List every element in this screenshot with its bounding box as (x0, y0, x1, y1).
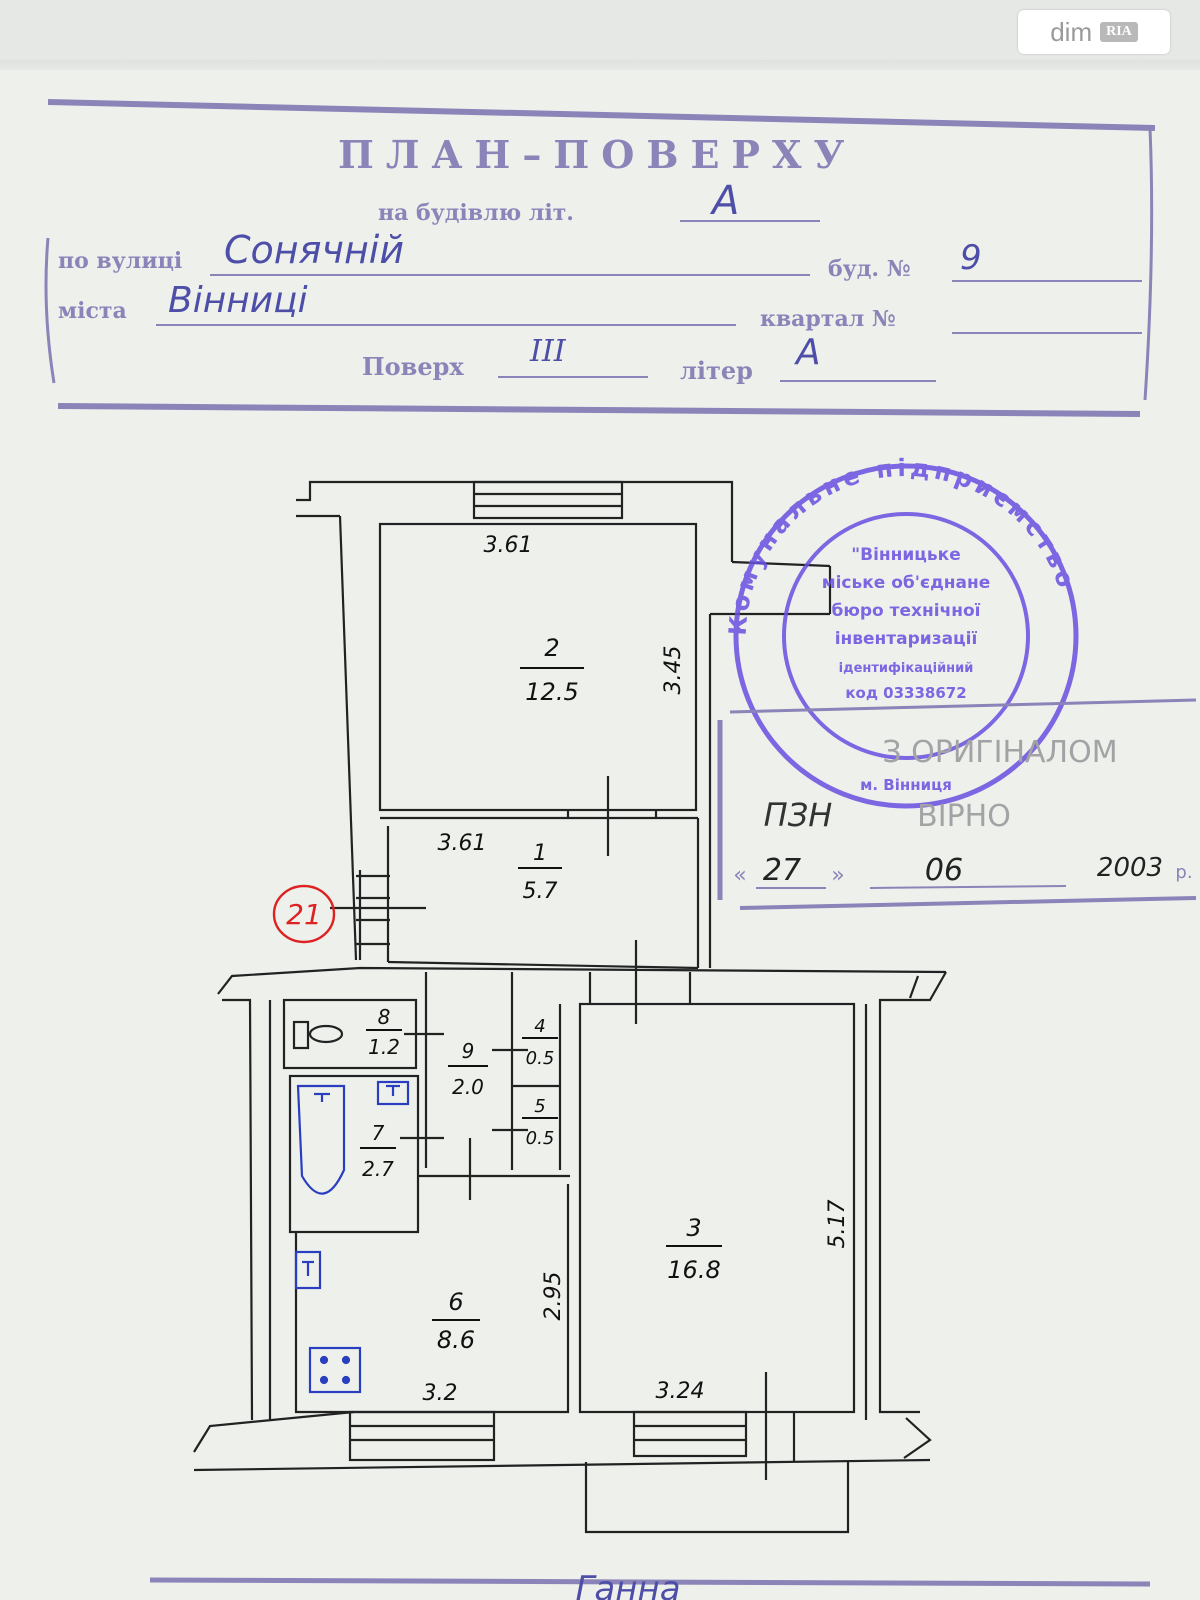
footer-handwriting: Ганна (575, 1569, 680, 1600)
watermark-sub: RIA (1100, 22, 1138, 42)
city-line (156, 324, 736, 326)
dimria-watermark: dim RIA (1018, 10, 1170, 54)
seal-line-3: бюро технічної (831, 601, 980, 621)
signature: ПЗН (764, 796, 833, 834)
seal-line-2: міське об'єднане (822, 573, 991, 593)
room-4-id: 4 (534, 1016, 545, 1037)
room-7-id: 7 (372, 1121, 385, 1145)
dim-room6-width: 3.2 (423, 1381, 458, 1406)
room-labels: 2 12.5 1 5.7 8 1.2 9 2.0 4 0.5 5 0.5 7 2… (360, 634, 722, 1354)
plan-walls (193, 480, 947, 1534)
seal-line-5: ідентифікаційний (839, 661, 974, 676)
svg-text:«: « (733, 863, 746, 888)
sanitary-fixtures (294, 1080, 410, 1394)
bathtub-icon (296, 1084, 346, 1195)
room-4-area: 0.5 (526, 1048, 555, 1069)
room-8-id: 8 (378, 1005, 391, 1029)
room-5-id: 5 (534, 1096, 545, 1117)
room-2-id: 2 (544, 634, 559, 662)
room-5-area: 0.5 (526, 1128, 555, 1149)
street-label: по вулиці (58, 248, 183, 274)
room-6-area: 8.6 (437, 1326, 475, 1354)
dim-room1-width: 3.61 (438, 831, 487, 856)
litera-label: літер (680, 356, 753, 385)
street-value: Сонячній (224, 228, 405, 272)
block-label: квартал № (760, 306, 896, 332)
street-line (210, 274, 810, 276)
seal-line-7: м. Вінниця (860, 776, 952, 794)
stamp-day: 27 (763, 853, 801, 888)
building-line (680, 220, 820, 222)
room-6-id: 6 (448, 1288, 463, 1316)
room-9-area: 2.0 (452, 1075, 484, 1099)
dim-room6-depth: 2.95 (541, 1272, 566, 1321)
stamp-year: 2003 (1097, 853, 1163, 883)
room-1-area: 5.7 (523, 879, 558, 904)
seal-line-4: інвентаризації (835, 629, 978, 649)
floor-line (498, 376, 648, 378)
room-1-id: 1 (533, 841, 547, 866)
watermark-brand: dim (1050, 16, 1093, 47)
seal-inner-ring (782, 512, 1030, 760)
bottom-stamp-line (149, 1577, 1151, 1587)
city-value: Вінниці (168, 280, 308, 321)
building-letter: А (712, 178, 740, 224)
stamp-frame (44, 99, 1156, 417)
room-7-area: 2.7 (362, 1157, 394, 1181)
verified-mark: ВІРНО (917, 799, 1011, 834)
header-stamp: ПЛАН–ПОВЕРХУ на будівлю літ. А по вулиці… (40, 88, 1170, 418)
house-value: 9 (960, 238, 982, 278)
dim-room2-width: 3.61 (484, 533, 533, 558)
boiler-icon (294, 1250, 322, 1290)
house-label: буд. № (828, 256, 911, 282)
sink-icon (376, 1080, 410, 1106)
floor-value: III (530, 334, 566, 369)
apartment-number-badge: 21 (272, 884, 336, 944)
city-label: міста (58, 298, 127, 324)
apartment-number: 21 (286, 898, 322, 931)
stamp-month: 06 (925, 853, 963, 888)
stamp-year-suffix: р. (1175, 862, 1192, 883)
dim-room3-width: 3.24 (656, 1379, 705, 1404)
floor-label: Поверх (362, 352, 464, 381)
litera-line (780, 380, 936, 382)
copy-mark: З ОРИГІНАЛОМ (882, 735, 1117, 770)
dim-room2-depth: 3.45 (661, 646, 686, 695)
dim-room3-depth: 5.17 (825, 1200, 850, 1249)
copy-stamp: З ОРИГІНАЛОМ ВІРНО ПЗН « 27 » 06 2003 р. (717, 698, 1197, 910)
svg-text:»: » (831, 863, 844, 888)
stove-icon (308, 1346, 362, 1394)
house-line (952, 280, 1142, 282)
plan-title: ПЛАН–ПОВЕРХУ (338, 132, 857, 177)
seal-line-6: код 03338672 (845, 684, 966, 702)
room-2-area: 12.5 (525, 678, 578, 706)
room-8-area: 1.2 (368, 1035, 400, 1059)
building-label: на будівлю літ. (378, 200, 574, 226)
seal-line-1: "Вінницьке (851, 545, 960, 565)
seal-outer-ring (733, 463, 1079, 809)
room-9-id: 9 (462, 1039, 475, 1063)
dimension-labels: 3.61 3.61 3.24 3.2 3.45 5.17 2.95 (423, 533, 851, 1406)
litera-value: А (796, 332, 821, 373)
room-3-id: 3 (686, 1214, 701, 1242)
block-line (952, 332, 1142, 334)
room-3-area: 16.8 (667, 1256, 720, 1284)
